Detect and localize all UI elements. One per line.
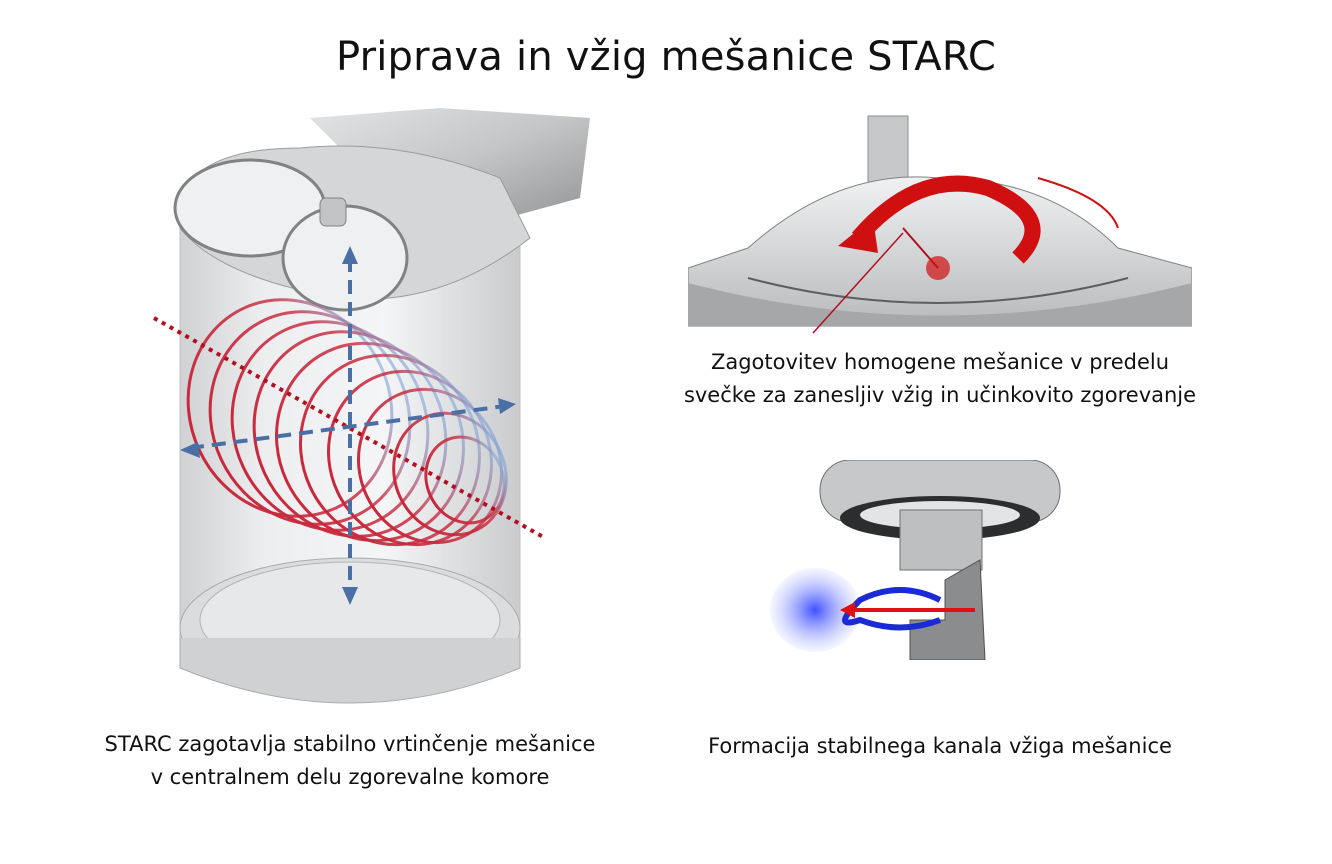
caption-spark: Formacija stabilnega kanala vžiga mešani… — [620, 730, 1260, 763]
caption-line: svečke za zanesljiv vžig in učinkovito z… — [683, 383, 1197, 407]
cylinder-swirl-illustration — [153, 108, 590, 704]
page-title: Priprava in vžig mešanice STARC — [335, 34, 996, 80]
caption-line: v centralnem delu zgorevalne komore — [150, 765, 550, 789]
spark-discharge-illustration — [770, 460, 1061, 660]
caption-line: STARC zagotavlja stabilno vrtinčenje meš… — [104, 732, 596, 756]
caption-line: Formacija stabilnega kanala vžiga mešani… — [708, 734, 1172, 758]
swirl-rings — [186, 298, 508, 547]
caption-line: Zagotovitev homogene mešanice v predelu — [710, 350, 1170, 374]
combustion-chamber-illustration — [688, 115, 1192, 334]
caption-chamber: Zagotovitev homogene mešanice v predelu … — [620, 346, 1260, 412]
caption-cylinder: STARC zagotavlja stabilno vrtinčenje meš… — [40, 728, 660, 794]
